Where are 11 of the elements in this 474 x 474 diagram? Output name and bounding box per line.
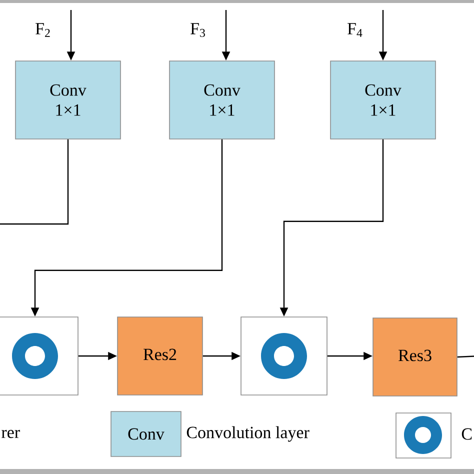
conv-box: Conv 1×1 [330,60,436,140]
input-label: F$_{3}$ [190,23,205,37]
conv-box: Conv 1×1 [15,60,121,140]
legend-text: C [462,428,472,440]
legend-text: Convolution layer [186,426,310,442]
res-box: Res3 [372,318,458,396]
input-label: F$_{4}$ [348,23,362,37]
input-label: F$_{2}$ [36,23,50,37]
res-box: Res2 [117,316,203,396]
legend-text: rer [2,430,20,438]
conv-box: Conv 1×1 [169,60,275,140]
